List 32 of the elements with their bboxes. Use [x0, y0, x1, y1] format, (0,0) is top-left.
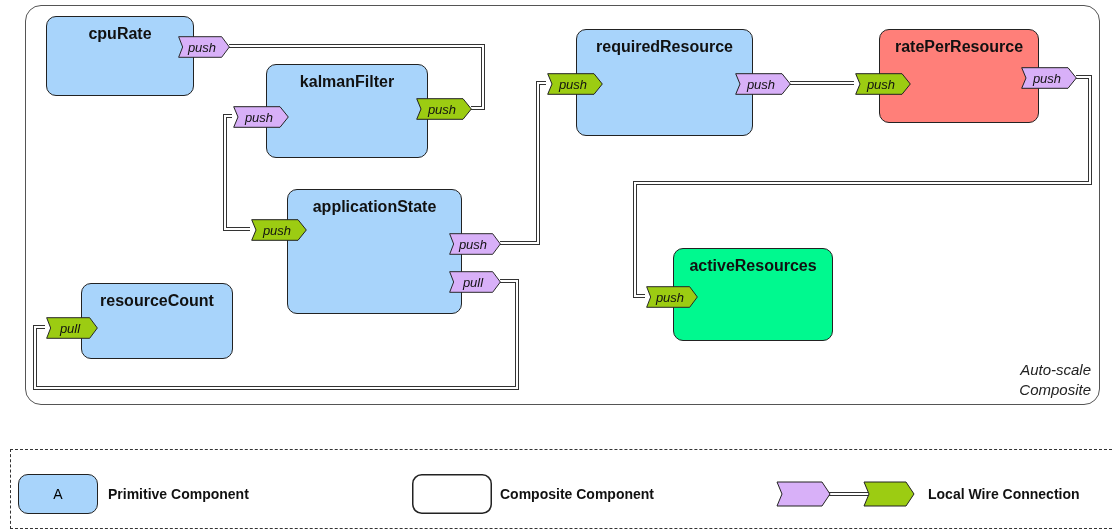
component-title: activeResources: [688, 257, 818, 275]
component-title: cpuRate: [87, 25, 153, 43]
component-title: ratePerResource: [893, 38, 1025, 56]
port-tag: push: [855, 73, 911, 95]
port-tag: push: [646, 286, 698, 308]
port-tag: push: [547, 73, 603, 95]
port-tag: push: [416, 98, 472, 120]
wire-connection: [633, 75, 1092, 298]
port-tag: pull: [449, 271, 501, 293]
legend-label: Composite Component: [500, 486, 654, 502]
port-tag: push: [449, 233, 501, 255]
primitive-sample-drawing: A: [18, 474, 98, 514]
wire-connection: [500, 81, 546, 245]
wire-connection: [790, 81, 854, 85]
port-tag: push: [251, 219, 307, 241]
port-tag: push: [178, 36, 230, 58]
component-title: applicationState: [311, 198, 438, 216]
component-box: [81, 283, 233, 359]
component-title: kalmanFilter: [298, 73, 396, 91]
port-tag: push: [233, 106, 289, 128]
component-title: resourceCount: [99, 292, 215, 310]
composite-label: Auto-scale Composite: [1018, 360, 1091, 400]
wire-connection: [229, 44, 485, 110]
legend-label: Primitive Component: [108, 486, 249, 502]
wire-connection: [33, 279, 519, 390]
port-tag: push: [735, 73, 791, 95]
composite-boundary: [25, 5, 1100, 405]
component-title: requiredResource: [595, 38, 734, 56]
wire-connection: [223, 114, 250, 231]
port-tag: pull: [46, 317, 98, 339]
legend-label: Local Wire Connection: [928, 486, 1080, 502]
port-tag: push: [1021, 67, 1077, 89]
